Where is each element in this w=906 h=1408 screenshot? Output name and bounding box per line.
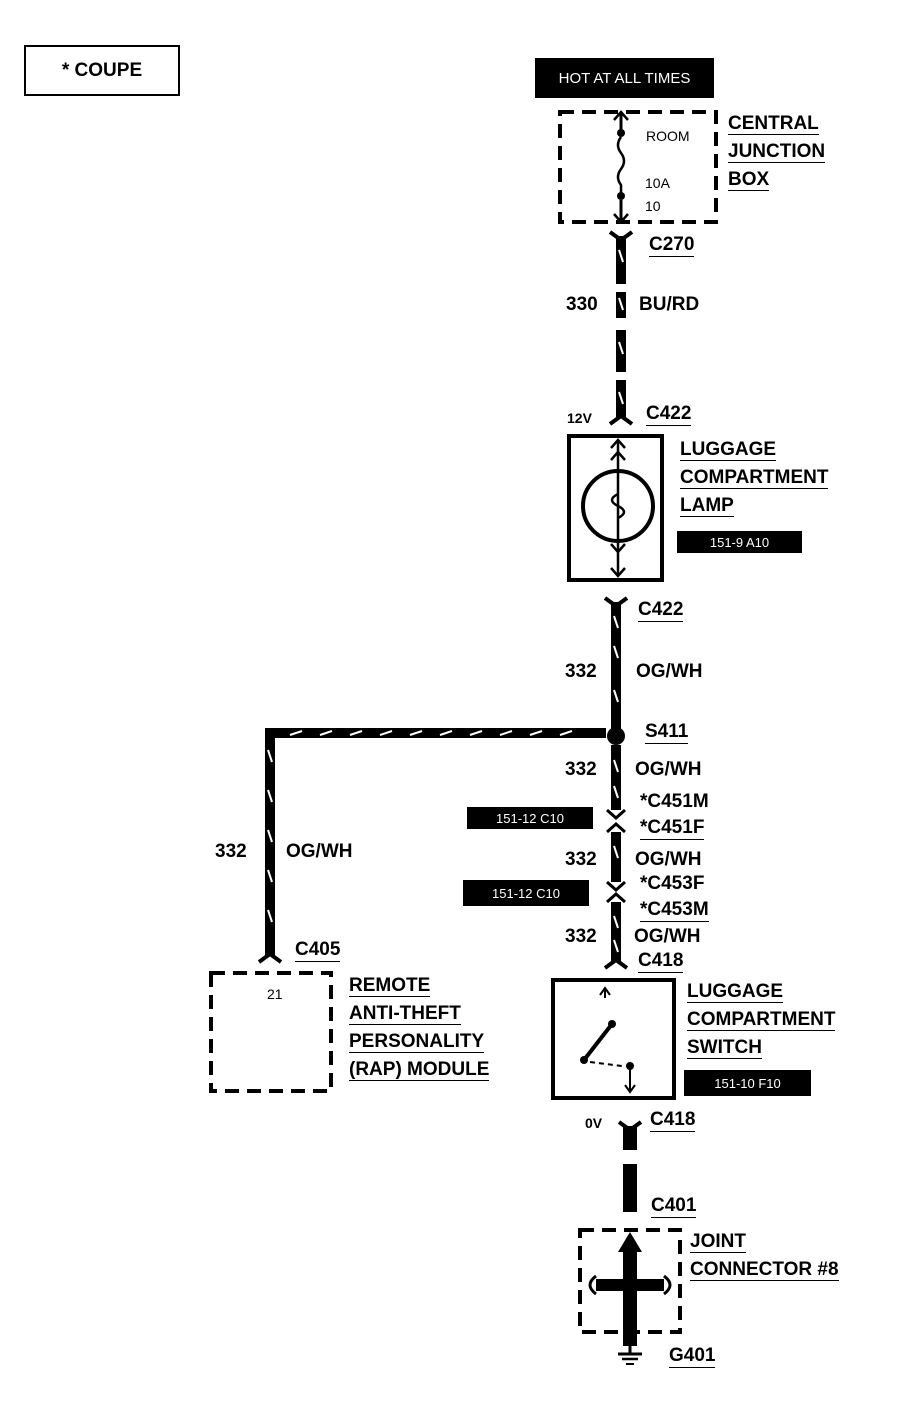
connector-c418-top: C418 xyxy=(638,950,684,973)
wire-332d-color: OG/WH xyxy=(634,926,701,947)
fuse-rating-label: 10A xyxy=(645,175,670,191)
fuse-number-label: 10 xyxy=(645,198,661,214)
lamp-line-1: LUGGAGE xyxy=(680,439,777,461)
fuse-icon xyxy=(613,110,629,224)
joint-connector-symbol xyxy=(578,1228,682,1346)
connector-c453m: *C453M xyxy=(640,899,709,922)
switch-line-3: SWITCH xyxy=(687,1037,762,1059)
connector-c451f: *C451F xyxy=(640,817,705,840)
switch-line-2: COMPARTMENT xyxy=(687,1009,836,1031)
rap-pin-label: 21 xyxy=(267,986,283,1002)
wire-330 xyxy=(608,230,634,426)
c451-ref-badge: 151-12 C10 xyxy=(467,807,593,829)
splice-s411-dot xyxy=(607,727,625,745)
rap-line-4: (RAP) MODULE xyxy=(349,1059,490,1081)
connector-c453f: *C453F xyxy=(640,873,705,894)
wire-332d-number: 332 xyxy=(565,926,597,947)
lamp-line-3: LAMP xyxy=(680,495,734,517)
wire-332e-color: OG/WH xyxy=(286,841,353,862)
connector-c451m: *C451M xyxy=(640,791,709,812)
wire-ground xyxy=(617,1120,643,1212)
wire-332-lower xyxy=(603,745,629,970)
luggage-lamp-symbol xyxy=(567,434,664,582)
lamp-ref-badge: 151-9 A10 xyxy=(677,531,802,553)
wire-332a-color: OG/WH xyxy=(636,661,703,682)
joint-line-1: JOINT xyxy=(690,1231,746,1253)
switch-ref-badge: 151-10 F10 xyxy=(684,1070,811,1096)
wire-332-branch xyxy=(257,728,606,964)
wire-332-upper xyxy=(603,596,629,736)
voltage-top: 12V xyxy=(567,410,592,426)
ground-icon xyxy=(618,1346,642,1365)
wire-330-number: 330 xyxy=(566,294,598,315)
lamp-ref-text: 151-9 A10 xyxy=(709,534,770,550)
coupe-legend: * COUPE xyxy=(24,45,180,96)
power-label-text: HOT AT ALL TIMES xyxy=(558,69,691,87)
connector-c270: C270 xyxy=(649,234,695,257)
central-junction-box-label: CENTRAL JUNCTION BOX xyxy=(728,110,826,194)
connector-c422-bottom: C422 xyxy=(638,599,684,622)
luggage-switch-label: LUGGAGE COMPARTMENT SWITCH xyxy=(687,978,836,1062)
lamp-line-2: COMPARTMENT xyxy=(680,467,829,489)
cjb-line-1: CENTRAL xyxy=(728,113,819,135)
rap-module-label: REMOTE ANTI-THEFT PERSONALITY (RAP) MODU… xyxy=(349,972,490,1084)
connector-c422-top: C422 xyxy=(646,403,692,426)
c453-ref-badge: 151-12 C10 xyxy=(463,880,589,906)
joint-line-2: CONNECTOR #8 xyxy=(690,1259,839,1281)
rap-module-outline xyxy=(209,971,333,1093)
switch-line-1: LUGGAGE xyxy=(687,981,784,1003)
fuse-circuit-label: ROOM xyxy=(646,128,690,144)
connector-c405: C405 xyxy=(295,939,341,962)
central-junction-box-outline xyxy=(558,110,718,224)
c451-ref-text: 151-12 C10 xyxy=(496,810,564,826)
splice-s411: S411 xyxy=(645,721,689,744)
voltage-bottom: 0V xyxy=(585,1115,603,1131)
luggage-switch-symbol xyxy=(551,978,676,1100)
ground-g401: G401 xyxy=(669,1345,716,1368)
legend-text: * COUPE xyxy=(61,59,143,81)
cjb-line-3: BOX xyxy=(728,169,770,191)
wire-332b-number: 332 xyxy=(565,759,597,780)
wire-332b-color: OG/WH xyxy=(635,759,702,780)
connector-c418-bottom: C418 xyxy=(650,1109,696,1132)
rap-line-2: ANTI-THEFT xyxy=(349,1003,461,1025)
wire-332c-number: 332 xyxy=(565,849,597,870)
power-source-label: HOT AT ALL TIMES xyxy=(535,58,714,98)
joint-connector-label: JOINT CONNECTOR #8 xyxy=(690,1228,839,1284)
wire-332c-color: OG/WH xyxy=(635,849,702,870)
wire-332e-number: 332 xyxy=(215,841,247,862)
wire-330-color: BU/RD xyxy=(639,294,700,315)
cjb-line-2: JUNCTION xyxy=(728,141,826,163)
connector-c401: C401 xyxy=(651,1195,697,1218)
c453-ref-text: 151-12 C10 xyxy=(492,885,560,901)
switch-ref-text: 151-10 F10 xyxy=(714,1075,781,1091)
rap-line-1: REMOTE xyxy=(349,975,431,997)
luggage-lamp-label: LUGGAGE COMPARTMENT LAMP xyxy=(680,436,829,520)
wire-332a-number: 332 xyxy=(565,661,597,682)
rap-line-3: PERSONALITY xyxy=(349,1031,485,1053)
